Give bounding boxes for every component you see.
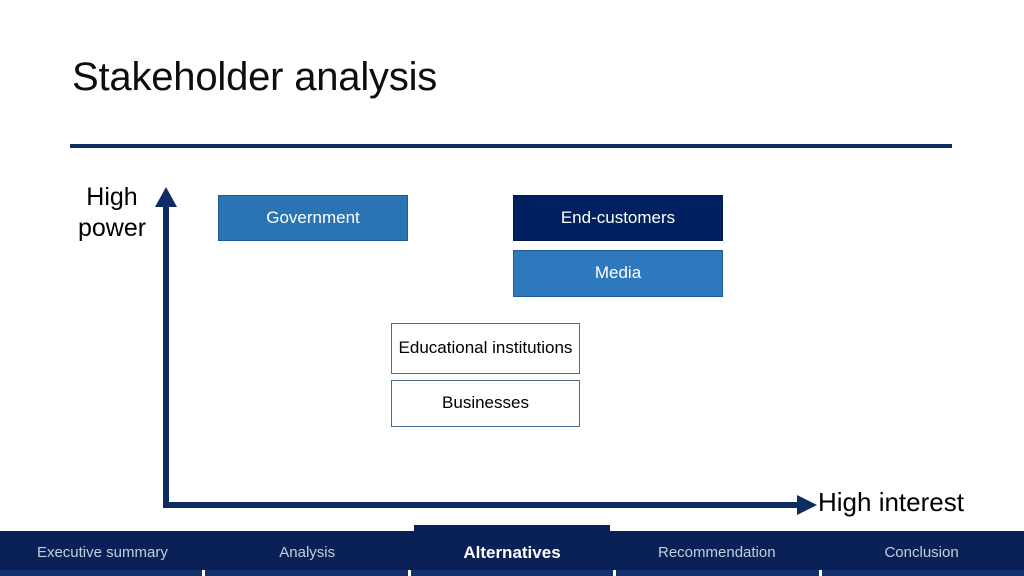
footer-segment-divider-strip [0,570,1024,576]
stakeholder-box-end-customers[interactable]: End-customers [513,195,723,241]
footer-item-executive-summary[interactable]: Executive summary [0,531,205,576]
footer-item-recommendation[interactable]: Recommendation [614,531,819,576]
x-axis-arrow-icon [797,495,817,515]
footer-active-indicator [414,525,610,533]
footer-segment-divider [202,570,408,576]
footer-item-conclusion[interactable]: Conclusion [819,531,1024,576]
footer-nav: Executive summary Analysis Alternatives … [0,531,1024,576]
footer-item-label: Executive summary [36,544,168,561]
stakeholder-box-educational-institutions[interactable]: Educational institutions [391,323,580,374]
y-axis-label-line2: power [77,214,147,243]
x-axis-line [163,502,801,508]
x-axis-label: High interest [818,487,964,517]
footer-item-analysis[interactable]: Analysis [205,531,410,576]
footer-segment-divider [0,570,203,576]
y-axis-arrow-icon [155,187,177,207]
footer-segment-divider [818,570,1024,576]
title-divider [70,144,952,148]
footer-item-alternatives[interactable]: Alternatives [409,531,615,576]
stakeholder-box-government[interactable]: Government [218,195,408,241]
page-title: Stakeholder analysis [72,55,438,99]
y-axis-line [163,204,169,508]
footer-item-label: Recommendation [658,544,776,561]
y-axis-label-line1: High [86,183,138,211]
footer-item-label: Conclusion [884,544,959,561]
stakeholder-box-businesses[interactable]: Businesses [391,380,580,427]
y-axis-label: High power [64,182,160,245]
footer-item-label: Alternatives [463,542,561,562]
footer-item-label: Analysis [279,544,336,561]
footer-segment-divider [613,570,819,576]
stakeholder-box-media[interactable]: Media [513,250,723,297]
footer-segment-divider [407,570,614,576]
